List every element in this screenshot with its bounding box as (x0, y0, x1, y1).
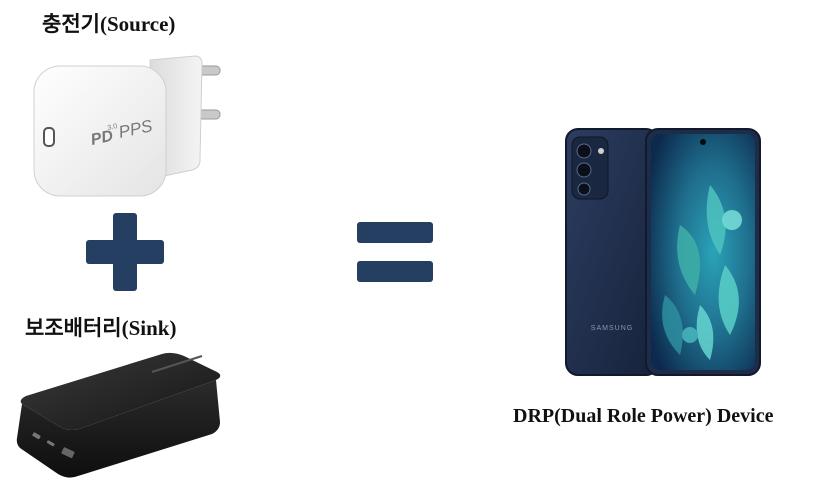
charger-label-ko: 충전기 (42, 12, 100, 36)
charger-label-en: (Source) (99, 12, 176, 36)
front-camera-icon (700, 139, 706, 145)
plus-icon (86, 213, 164, 291)
equals-icon-top-bar (357, 222, 433, 243)
power-bank-logo-strip (151, 355, 203, 373)
phone-wallpaper (662, 185, 742, 360)
drp-device-label: DRP(Dual Role Power) Device (513, 405, 774, 427)
charger-face (33, 65, 167, 197)
charger-image: PD 3.0 PPS (33, 55, 221, 197)
camera-flash (598, 148, 604, 154)
equals-icon (357, 220, 433, 284)
usb-c-port (43, 127, 55, 147)
power-bank-port-1 (32, 432, 41, 440)
plus-icon-horizontal (86, 240, 164, 264)
camera-lens-2 (576, 162, 592, 178)
power-bank-top (20, 352, 221, 430)
charger-source-label: 충전기(Source) (42, 8, 175, 38)
power-bank-port-2 (46, 440, 55, 447)
power-bank-image (16, 352, 221, 478)
camera-lens-1 (576, 143, 592, 159)
camera-lens-3 (577, 182, 591, 196)
power-bank-port-3 (61, 447, 75, 459)
charger-print-ver: 3.0 (107, 123, 118, 132)
charger-print-pd: PD (89, 128, 115, 149)
phone-brand-text: SAMSUNG (591, 325, 633, 332)
battery-label-en: (Sink) (121, 316, 177, 340)
smartphone-image: SAMSUNG (565, 128, 761, 376)
equals-icon-bottom-bar (357, 261, 433, 282)
battery-sink-label: 보조배터리(Sink) (25, 312, 176, 342)
battery-label-ko: 보조배터리 (25, 316, 122, 340)
